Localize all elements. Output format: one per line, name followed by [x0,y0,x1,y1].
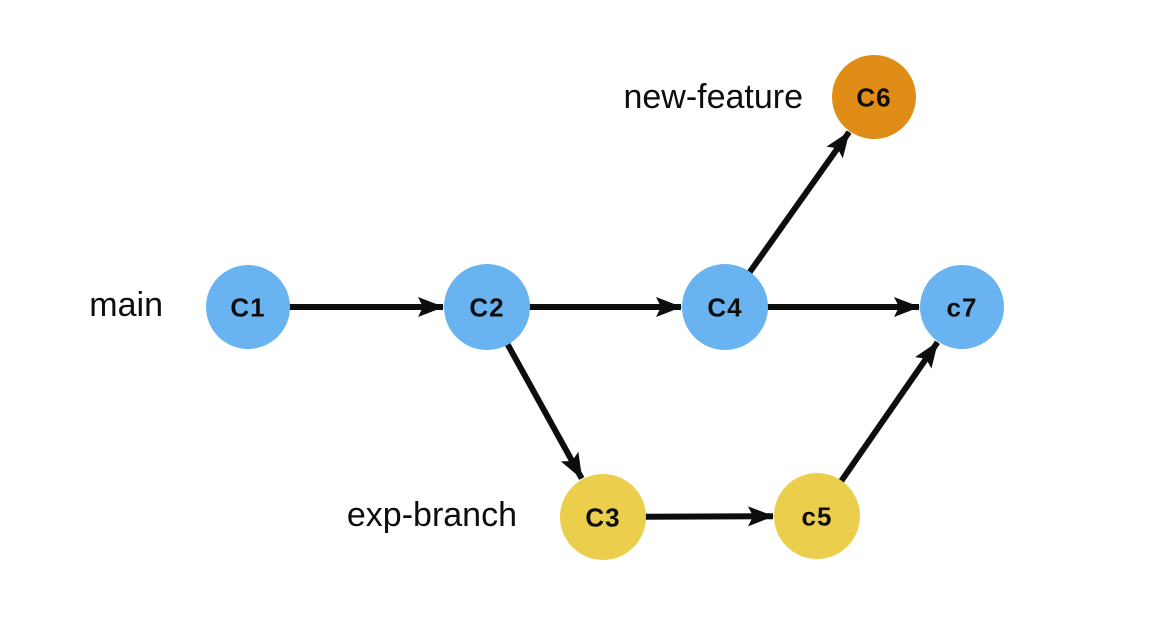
commit-node-C2 [444,264,530,350]
commit-node-c5 [774,473,860,559]
branch-label-main: main [89,285,163,324]
edge-c5-to-c7 [837,340,940,485]
commit-label-c7: c7 [947,292,978,322]
commit-label-C1: C1 [230,292,265,322]
commit-node-C1 [206,265,290,349]
commit-node-C6 [832,55,916,139]
commit-label-C2: C2 [469,292,504,322]
edge-C3-to-c5 [643,506,775,527]
commit-node-C3 [560,474,646,560]
branch-label-exp-branch: exp-branch [346,495,517,534]
edge-C4-to-C6 [746,130,852,276]
edge-C2-to-C3 [504,341,585,480]
branch-label-new-feature: new-feature [623,77,803,116]
commit-label-c5: c5 [802,501,833,531]
commit-label-C4: C4 [707,292,742,322]
commit-label-C3: C3 [585,502,620,532]
commit-node-C4 [682,264,768,350]
commit-node-c7 [920,265,1004,349]
commit-label-C6: C6 [856,82,891,112]
